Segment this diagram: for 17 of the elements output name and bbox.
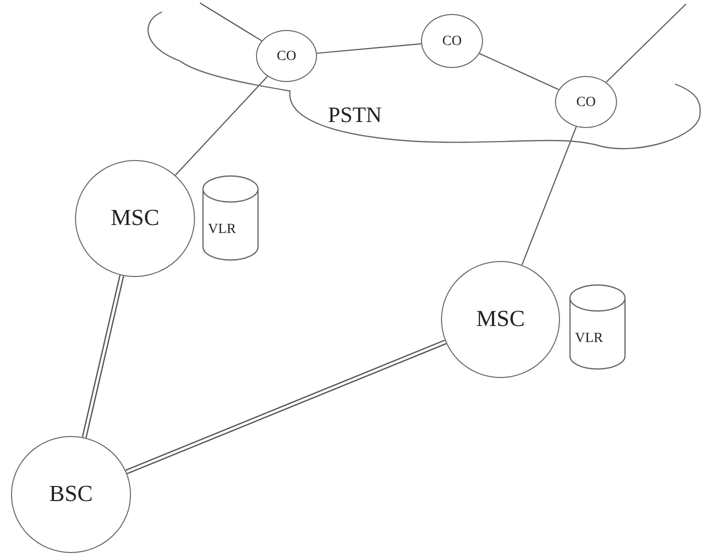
network-label: PSTN bbox=[328, 101, 382, 129]
link-line bbox=[606, 4, 686, 83]
double-line bbox=[125, 340, 446, 474]
office-node: CO bbox=[256, 30, 317, 82]
link-line bbox=[521, 126, 577, 266]
database-label: VLR bbox=[575, 330, 603, 348]
office-node: CO bbox=[421, 14, 483, 68]
link-line bbox=[174, 76, 268, 176]
office-node: CO bbox=[555, 76, 617, 128]
database-label: VLR bbox=[208, 221, 236, 239]
link-line bbox=[200, 2, 262, 42]
link-line bbox=[316, 43, 422, 54]
switch-node: BSC bbox=[11, 436, 131, 553]
double-line bbox=[82, 275, 124, 438]
switch-node: MSC bbox=[441, 261, 560, 378]
switch-node: MSC bbox=[75, 160, 195, 277]
link-line bbox=[479, 53, 559, 90]
